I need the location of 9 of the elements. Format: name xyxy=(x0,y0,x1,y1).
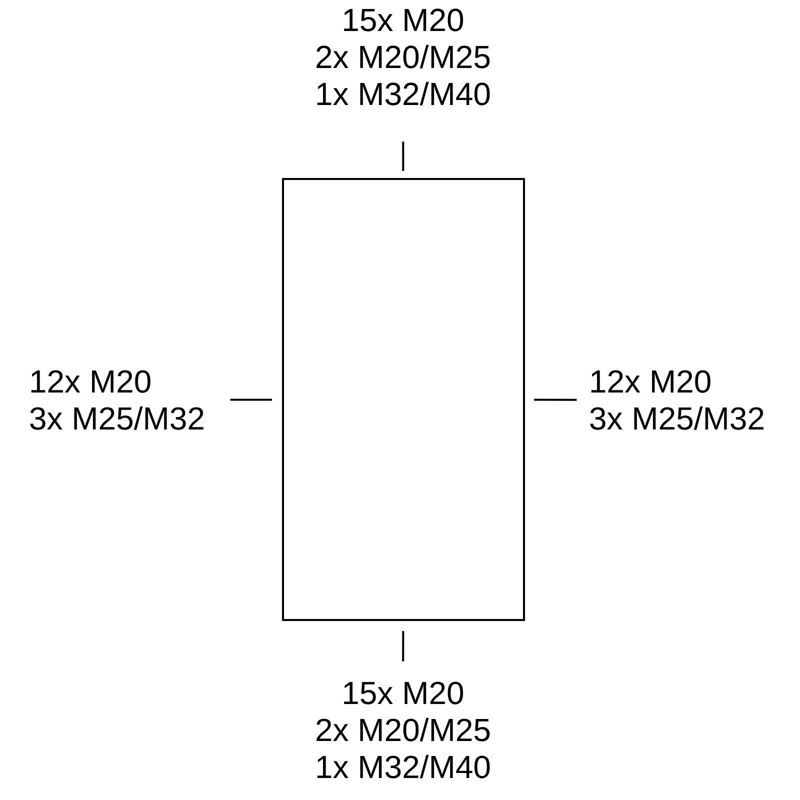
label-text: 12x M20 3x M25/M32 xyxy=(590,370,764,430)
enclosure-box xyxy=(282,178,525,621)
label-text: 15x M20 2x M20/M25 1x M32/M40 xyxy=(316,682,490,778)
leader-line xyxy=(534,398,577,401)
label-text: 15x M20 2x M20/M25 1x M32/M40 xyxy=(316,8,490,106)
leader-line xyxy=(402,142,404,171)
leader-line xyxy=(230,398,272,401)
label-text: 12x M20 3x M25/M32 xyxy=(30,370,204,430)
leader-line xyxy=(402,631,404,662)
